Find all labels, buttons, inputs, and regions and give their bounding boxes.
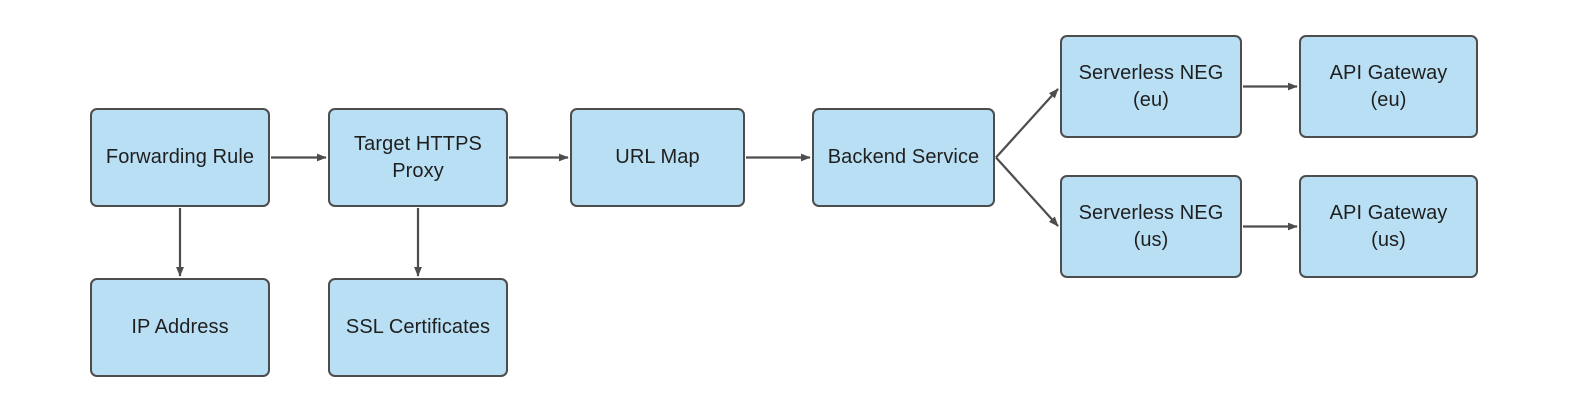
node-label-backend-service: Backend Service bbox=[827, 146, 980, 168]
node-label-forwarding-rule: Forwarding Rule bbox=[105, 146, 255, 168]
node-backend-service[interactable]: Backend Service bbox=[812, 108, 995, 207]
node-label-ip-address: IP Address bbox=[131, 316, 229, 338]
node-label-serverless-neg-eu: Serverless NEG (eu) bbox=[1078, 61, 1224, 111]
node-label-url-map: URL Map bbox=[615, 146, 700, 168]
node-label-serverless-neg-us: Serverless NEG (us) bbox=[1078, 201, 1224, 251]
node-serverless-neg-us[interactable]: Serverless NEG (us) bbox=[1060, 175, 1242, 278]
node-forwarding-rule[interactable]: Forwarding Rule bbox=[90, 108, 270, 207]
edge-backend-service-to-serverless-neg-eu bbox=[995, 88, 1059, 159]
node-label-api-gateway-us: API Gateway (us) bbox=[1329, 201, 1448, 251]
node-target-https-proxy[interactable]: Target HTTPS Proxy bbox=[328, 108, 508, 207]
node-label-ssl-certificates: SSL Certificates bbox=[345, 316, 491, 338]
node-url-map[interactable]: URL Map bbox=[570, 108, 745, 207]
node-api-gateway-eu[interactable]: API Gateway (eu) bbox=[1299, 35, 1478, 138]
node-ip-address[interactable]: IP Address bbox=[90, 278, 270, 377]
node-api-gateway-us[interactable]: API Gateway (us) bbox=[1299, 175, 1478, 278]
node-label-target-https-proxy: Target HTTPS Proxy bbox=[354, 132, 482, 182]
edge-backend-service-to-serverless-neg-us bbox=[995, 156, 1059, 227]
node-label-api-gateway-eu: API Gateway (eu) bbox=[1329, 61, 1448, 111]
node-serverless-neg-eu[interactable]: Serverless NEG (eu) bbox=[1060, 35, 1242, 138]
node-ssl-certificates[interactable]: SSL Certificates bbox=[328, 278, 508, 377]
